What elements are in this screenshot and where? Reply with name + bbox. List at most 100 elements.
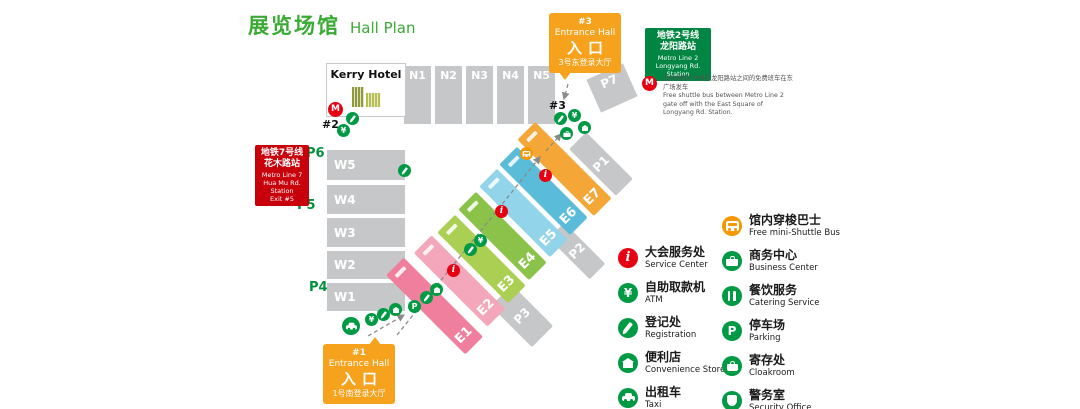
page-title: 展览场馆 Hall Plan bbox=[248, 10, 416, 40]
hall-w4-label: W4 bbox=[334, 192, 356, 207]
hall-w1-label: W1 bbox=[334, 290, 356, 304]
entrance-1-callout: #1 Entrance Hall 入口 1号南登录大厅 bbox=[323, 337, 395, 405]
legend-en: Registration bbox=[645, 329, 697, 340]
hotel-building-icon bbox=[350, 85, 382, 107]
hall-entrance-mini-label bbox=[525, 130, 538, 143]
legend-en: Convenience Store bbox=[645, 364, 726, 375]
hall-n5: N5 bbox=[528, 66, 555, 124]
catering-icon bbox=[722, 285, 742, 306]
entrance-3-marker: #3 bbox=[549, 99, 566, 112]
registration-icon bbox=[618, 317, 638, 338]
parking-p4-label: P4 bbox=[309, 280, 328, 295]
entrance-3-sub: 3号东登录大厅 bbox=[558, 58, 612, 68]
metro-logo-icon: M bbox=[642, 76, 657, 91]
hall-entrance-mini-label bbox=[422, 243, 435, 256]
legend-zh: 自助取款机 bbox=[645, 279, 706, 294]
parking-p7-label: P7 bbox=[598, 71, 620, 92]
legend-zh: 商务中心 bbox=[749, 247, 798, 262]
hall-e1-label: E1 bbox=[452, 323, 476, 347]
title-en: Hall Plan bbox=[350, 19, 416, 37]
shuttle-note-zh: 往返地铁2号线与龙阳路站之间的免费班车在东广场发车 bbox=[663, 75, 793, 91]
callout-pointer bbox=[559, 72, 571, 81]
metro-logo-icon: M bbox=[328, 102, 343, 117]
taxi-icon bbox=[618, 387, 638, 408]
service-center-icon: i bbox=[495, 205, 508, 218]
legend-en: Service Center bbox=[645, 259, 708, 270]
legend-en: Parking bbox=[749, 332, 781, 343]
atm-icon: ¥ bbox=[618, 282, 638, 303]
metro2-zh2: 龙阳路站 bbox=[659, 42, 696, 53]
shuttle-note-en1: Free shuttle bus between Metro Line 2 bbox=[663, 92, 784, 99]
legend-zh: 登记处 bbox=[645, 314, 682, 329]
legend-en: Catering Service bbox=[749, 297, 820, 308]
entrance-3-hall: Entrance Hall bbox=[554, 27, 616, 38]
convenience-store-icon bbox=[389, 303, 402, 316]
parking-p2-label: P2 bbox=[565, 239, 589, 263]
service-center-icon: i bbox=[447, 264, 460, 277]
hall-n4: N4 bbox=[497, 66, 524, 124]
metro7-en3: Exit #5 bbox=[270, 194, 294, 203]
hall-w3-label: W3 bbox=[334, 225, 356, 240]
entrance-3-zh: 入口 bbox=[566, 38, 609, 57]
metro-line2-box: 地铁2号线 龙阳路站 Metro Line 2 Longyang Rd. Sta… bbox=[645, 28, 711, 81]
shuttle-note: 往返地铁2号线与龙阳路站之间的免费班车在东广场发车 Free shuttle b… bbox=[663, 75, 793, 118]
parking-p1-label: P1 bbox=[589, 152, 613, 176]
legend-en: Taxi bbox=[645, 399, 662, 409]
legend-en: Security Office bbox=[749, 402, 812, 409]
hall-entrance-mini-label bbox=[487, 177, 500, 190]
convenience-store-icon bbox=[578, 121, 591, 134]
legend-zh: 警务室 bbox=[749, 387, 786, 402]
legend-en: Free mini-Shuttle Bus bbox=[749, 227, 840, 238]
atm-icon: ¥ bbox=[568, 109, 581, 122]
shuttle-bus-icon bbox=[520, 147, 533, 160]
legend-en: ATM bbox=[645, 294, 663, 305]
legend-zh: 停车场 bbox=[749, 317, 786, 332]
security-icon bbox=[722, 390, 742, 409]
parking-icon: P bbox=[408, 300, 421, 313]
legend-zh: 便利店 bbox=[645, 349, 682, 364]
metro-line7-box: 地铁7号线 花木路站 Metro Line 7 Hua Mu Rd. Stati… bbox=[255, 145, 309, 206]
entrance-1-hall: Entrance Hall bbox=[328, 358, 390, 369]
taxi-icon bbox=[342, 317, 360, 335]
hall-n2-label: N2 bbox=[440, 69, 457, 82]
hall-n5-label: N5 bbox=[533, 69, 550, 82]
kerry-hotel-label: Kerry Hotel bbox=[330, 68, 402, 81]
legend-en: Business Center bbox=[749, 262, 818, 273]
metro2-zh1: 地铁2号线 bbox=[656, 31, 700, 41]
metro7-en2: Hua Mu Rd. Station bbox=[263, 178, 301, 195]
entrance-1-number: #1 bbox=[352, 348, 366, 358]
parking-p6-label: P6 bbox=[306, 146, 325, 161]
hall-w3: W3 bbox=[327, 218, 405, 247]
hall-w4: W4 bbox=[327, 185, 405, 214]
entrance-2-marker: #2 bbox=[322, 118, 339, 131]
hall-e4-label: E4 bbox=[515, 249, 540, 273]
parking-p3-label: P3 bbox=[510, 304, 534, 328]
registration-icon bbox=[464, 243, 477, 256]
metro2-en1: Metro Line 2 bbox=[657, 53, 699, 62]
hall-entrance-mini-label bbox=[394, 266, 407, 279]
registration-icon bbox=[398, 164, 411, 177]
legend-zh: 大会服务处 bbox=[645, 245, 706, 259]
business-center-icon bbox=[560, 127, 573, 140]
metro7-zh2: 花木路站 bbox=[263, 159, 300, 170]
shuttle-bus-icon bbox=[722, 215, 742, 236]
hall-e7-label: E7 bbox=[580, 185, 605, 209]
service-center-icon: i bbox=[618, 247, 638, 268]
legend-en: Cloakroom bbox=[749, 367, 795, 378]
title-zh: 展览场馆 bbox=[248, 14, 340, 38]
hall-w5: W5 bbox=[327, 150, 405, 180]
entrance-1-zh: 入口 bbox=[340, 369, 383, 388]
legend-zh: 出租车 bbox=[645, 384, 682, 399]
entrance-1-sub: 1号南登录大厅 bbox=[332, 389, 386, 399]
hall-entrance-mini-label bbox=[466, 200, 479, 213]
entrance-3-callout: #3 Entrance Hall 入口 3号东登录大厅 bbox=[549, 13, 621, 81]
